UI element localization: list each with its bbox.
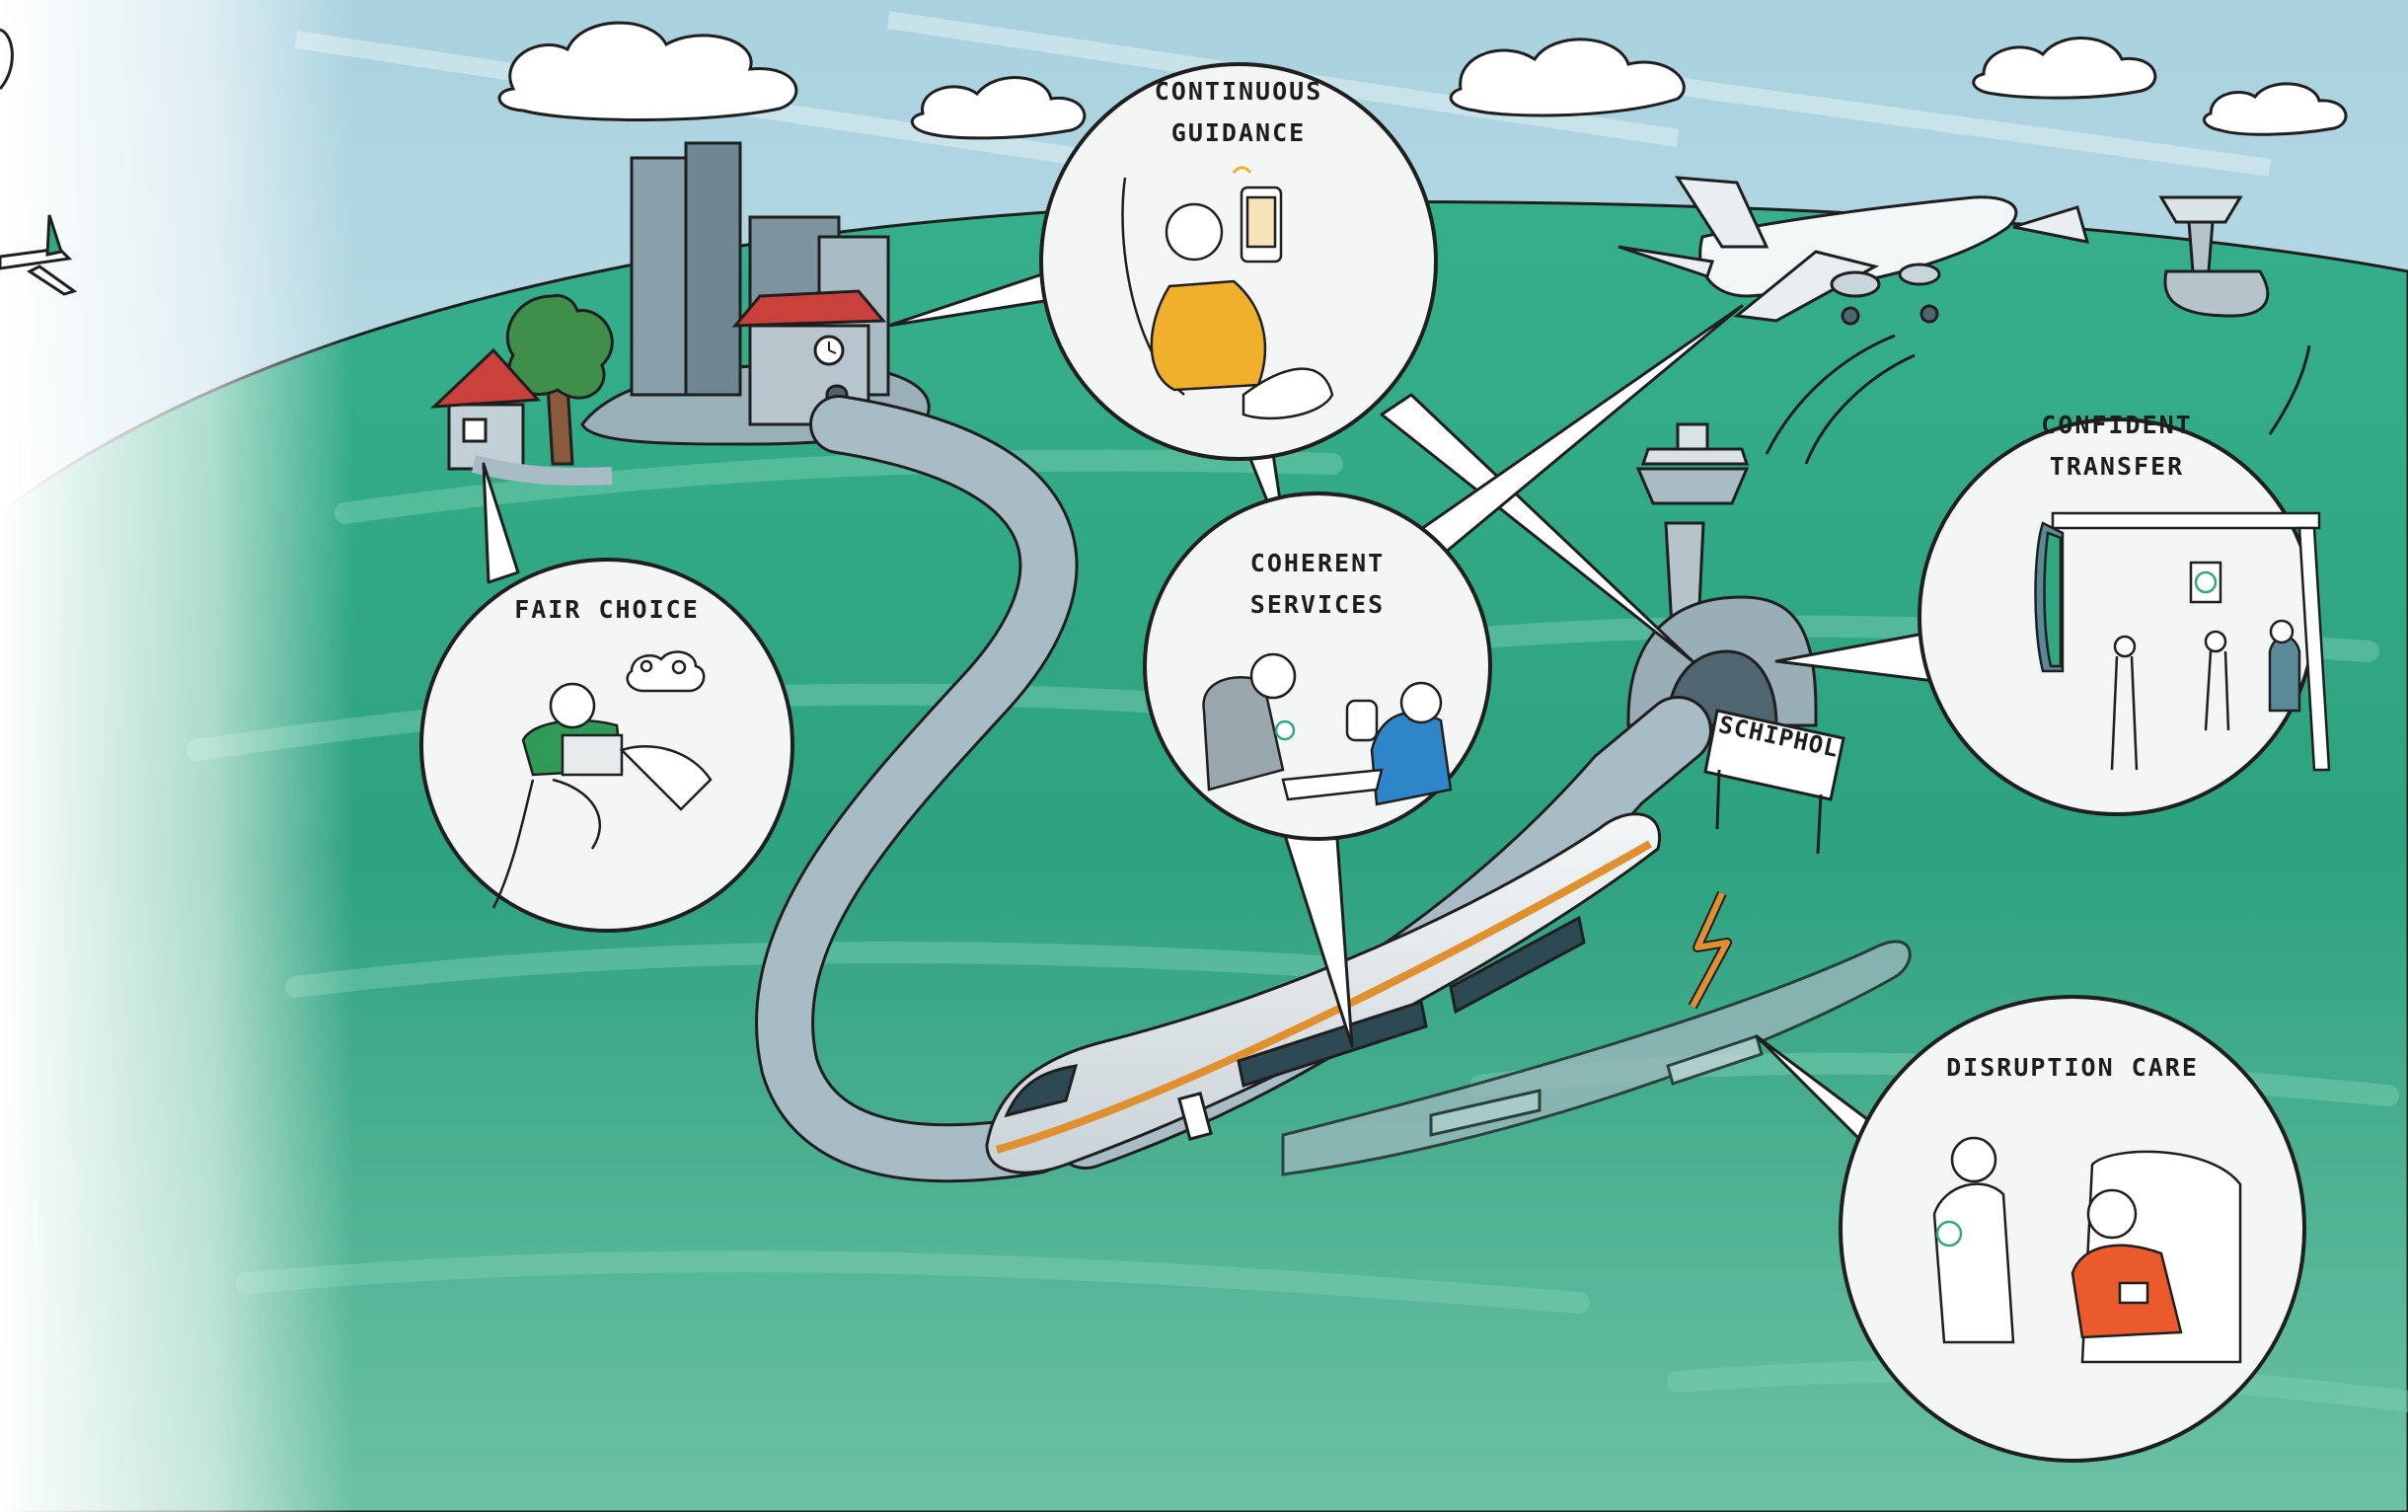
tunnel	[1626, 595, 1818, 727]
care-vignette	[1932, 1136, 2242, 1364]
coherent-services-label: Coherent Services	[1249, 549, 1386, 619]
schiphol-sign	[1703, 709, 1845, 855]
road	[758, 398, 1076, 1180]
airplane	[1618, 176, 2090, 326]
lightning-icon	[1690, 891, 1730, 1009]
train	[985, 812, 1662, 1174]
far-tower	[2158, 195, 2311, 435]
choice-vignette	[491, 650, 713, 909]
bubble-continuous-guidance	[1039, 62, 1438, 461]
motion-lines	[1765, 334, 1916, 465]
house-path	[471, 455, 613, 486]
clouds	[497, 21, 2348, 140]
services-vignette	[1202, 652, 1453, 806]
fair-choice-label: Fair Choice	[514, 595, 700, 624]
disrupted-train	[1281, 940, 1912, 1176]
continuous-guidance-label: Continuous Guidance	[1154, 77, 1323, 147]
tree-and-house	[429, 293, 614, 471]
guidance-vignette	[1121, 166, 1334, 420]
confident-transfer-label: Confident Transfer	[2041, 411, 2193, 481]
transfer-vignette	[2034, 511, 2331, 772]
bubble-connectors	[482, 265, 1936, 1147]
small-plane	[0, 28, 78, 296]
disruption-care-label: Disruption Care	[1946, 1053, 2199, 1082]
